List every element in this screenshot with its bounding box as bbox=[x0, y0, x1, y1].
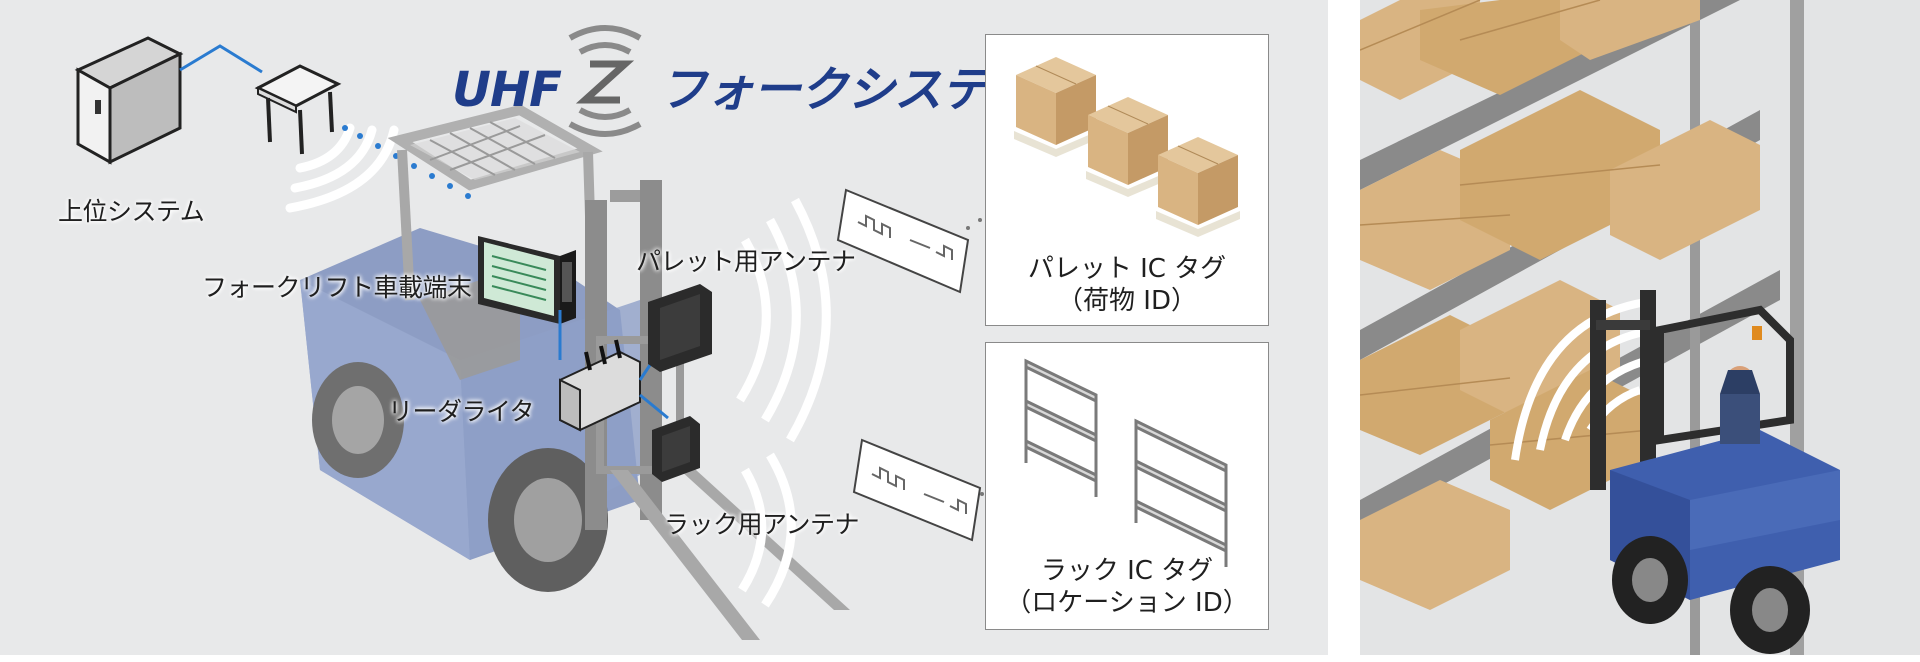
scene-forklift-illustration bbox=[1590, 290, 1840, 654]
rack-signal-waves bbox=[738, 452, 796, 608]
rack-shelf-1 bbox=[1024, 358, 1098, 497]
pallet-tag-box: パレット IC タグ （荷物 ID） bbox=[985, 34, 1269, 326]
server-icon bbox=[74, 36, 184, 165]
rack-shelf-2 bbox=[1134, 418, 1228, 567]
pallet-boxes-illustration bbox=[1014, 57, 1240, 237]
terminal-label: フォークリフト車載端末 bbox=[202, 273, 472, 302]
uhf-wave-logo-icon bbox=[568, 25, 642, 137]
warehouse-box-stacks bbox=[1360, 0, 1760, 610]
pallet-stack-2 bbox=[1086, 97, 1170, 197]
reader-writer-label: リーダライタ bbox=[388, 397, 535, 426]
rack-tag-box: ラック IC タグ （ロケーション ID） bbox=[985, 342, 1269, 630]
warehouse-scene-panel bbox=[1360, 0, 1920, 655]
title-prefix: UHF bbox=[452, 62, 562, 118]
rack-shelves-illustration bbox=[1024, 358, 1228, 567]
rack-antenna-label: ラック用アンテナ bbox=[664, 510, 860, 539]
rack-tag-subtitle: （ロケーション ID） bbox=[1005, 588, 1249, 618]
ap-signal-waves bbox=[285, 123, 399, 213]
pallet-stack-3 bbox=[1156, 137, 1240, 237]
rack-tag-title: ラック IC タグ bbox=[1040, 556, 1214, 586]
system-diagram-art bbox=[74, 25, 1056, 640]
pallet-tag-title: パレット IC タグ bbox=[1027, 254, 1227, 284]
rack-tag-strip-icon bbox=[852, 438, 982, 542]
host-system-label: 上位システム bbox=[58, 197, 205, 226]
terminal-device-icon bbox=[478, 236, 576, 324]
warehouse-scene-art bbox=[1360, 0, 1920, 655]
system-title: UHF フォークシステム bbox=[452, 50, 1034, 120]
pallet-antenna-label: パレット用アンテナ bbox=[636, 247, 856, 276]
pallet-antenna-icon bbox=[648, 284, 712, 372]
access-point-icon bbox=[254, 64, 342, 155]
system-diagram-panel: UHF フォークシステム 上位システム フォークリフト車載端末 リーダライタ パレ… bbox=[0, 0, 1328, 655]
rack-antenna-icon bbox=[652, 416, 700, 482]
pallet-stack-1 bbox=[1014, 57, 1098, 157]
network-cable bbox=[179, 44, 263, 74]
reader-writer-device-icon bbox=[559, 339, 641, 432]
title-main: フォークシステム bbox=[658, 62, 1035, 118]
pallet-signal-waves bbox=[736, 197, 831, 443]
pallet-tag-strip-icon bbox=[836, 188, 970, 294]
pallet-tag-subtitle: （荷物 ID） bbox=[1057, 286, 1197, 316]
